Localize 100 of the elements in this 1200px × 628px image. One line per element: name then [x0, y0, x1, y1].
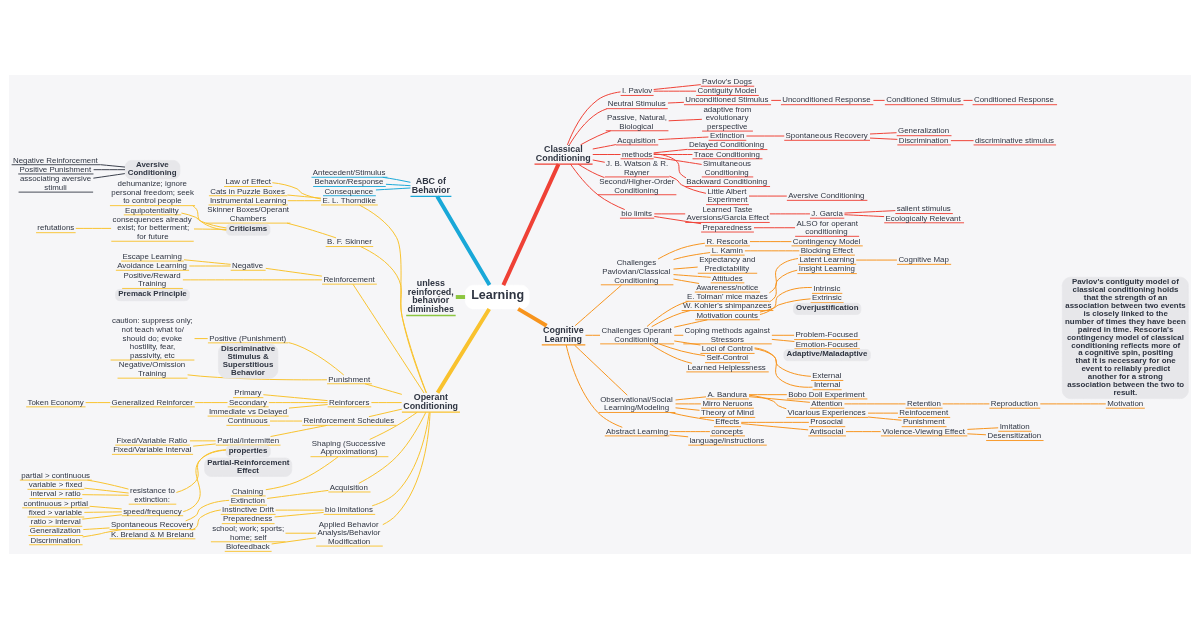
- connector: [962, 99, 974, 101]
- connector: [672, 278, 700, 284]
- connector: [653, 215, 702, 224]
- connector: [287, 199, 322, 201]
- connector: [286, 222, 337, 238]
- connector: [517, 306, 548, 327]
- connector: [869, 137, 898, 140]
- connector: [565, 344, 623, 428]
- connector: [175, 449, 227, 493]
- connector: [435, 307, 491, 394]
- connector: [675, 395, 707, 400]
- connector: [753, 226, 796, 228]
- connector: [966, 426, 999, 430]
- node-text: Classical Conditioning: [535, 143, 591, 163]
- connector: [869, 131, 898, 134]
- connector: [192, 204, 227, 231]
- connector: [1039, 402, 1107, 404]
- connector: [287, 194, 322, 199]
- connector: [673, 251, 711, 260]
- connector: [748, 195, 788, 197]
- connector: [740, 421, 810, 423]
- connector: [657, 136, 709, 140]
- connector: [268, 401, 329, 403]
- connector: [867, 412, 899, 414]
- connector: [358, 204, 427, 393]
- connector: [189, 439, 217, 441]
- node-text: ABC of Behavior: [411, 175, 450, 195]
- connector: [83, 510, 123, 513]
- connector: [82, 526, 111, 530]
- connector: [845, 430, 882, 432]
- connector: [942, 402, 990, 404]
- connector: [759, 297, 812, 313]
- connector: [673, 339, 701, 345]
- connector: [574, 283, 623, 326]
- connector: [352, 283, 425, 393]
- connector: [574, 344, 628, 396]
- connector: [771, 338, 795, 342]
- connector: [592, 159, 606, 163]
- connector: [673, 318, 708, 328]
- connector: [285, 532, 317, 534]
- connector: [669, 411, 715, 421]
- connector: [435, 194, 492, 286]
- connector: [370, 401, 403, 403]
- connector: [675, 406, 701, 411]
- connector: [653, 212, 686, 214]
- connector: [673, 266, 699, 270]
- connector: [646, 300, 689, 327]
- connector: [87, 479, 129, 490]
- connector: [382, 411, 431, 525]
- connector: [669, 433, 689, 437]
- connector: [364, 382, 403, 395]
- connector: [669, 430, 711, 432]
- node-box: Learning: [464, 284, 530, 309]
- connector: [658, 342, 706, 356]
- connector: [180, 212, 227, 228]
- connector: [568, 107, 608, 145]
- connector: [455, 294, 466, 299]
- connector: [744, 249, 800, 251]
- connector: [188, 265, 231, 266]
- connector: [759, 286, 813, 315]
- connector: [585, 334, 601, 336]
- connector: [192, 442, 217, 447]
- connector: [592, 143, 617, 150]
- connector: [748, 393, 788, 395]
- connector: [382, 176, 411, 183]
- connector: [653, 152, 687, 178]
- connector: [653, 156, 703, 165]
- connector: [385, 183, 411, 186]
- connector: [566, 90, 621, 145]
- connector: [369, 411, 418, 440]
- connector: [99, 163, 126, 168]
- node-text: Cognitive Learning: [543, 324, 584, 344]
- connector: [667, 101, 685, 103]
- connector: [872, 99, 886, 101]
- connector: [966, 432, 987, 435]
- connector: [82, 528, 123, 537]
- connector: [85, 401, 111, 403]
- connector: [371, 411, 430, 506]
- connector: [265, 455, 339, 490]
- connector: [266, 489, 329, 499]
- connector: [950, 139, 975, 141]
- connector: [669, 175, 707, 194]
- connector: [580, 129, 612, 145]
- connector: [182, 448, 227, 512]
- connector: [265, 267, 323, 277]
- connector: [769, 212, 811, 214]
- connector: [754, 346, 814, 388]
- connector: [288, 403, 329, 409]
- connector: [673, 334, 684, 336]
- connector: [193, 227, 227, 230]
- connector: [262, 393, 329, 401]
- connector: [360, 245, 427, 393]
- connector: [843, 209, 896, 214]
- connector: [592, 153, 622, 155]
- node-text: unless reinforced, behavior diminishes: [407, 277, 454, 314]
- connector: [83, 487, 130, 494]
- connector: [653, 148, 689, 153]
- node-text: Operant Conditioning: [403, 391, 459, 411]
- connector: [93, 168, 126, 170]
- connector: [748, 395, 811, 403]
